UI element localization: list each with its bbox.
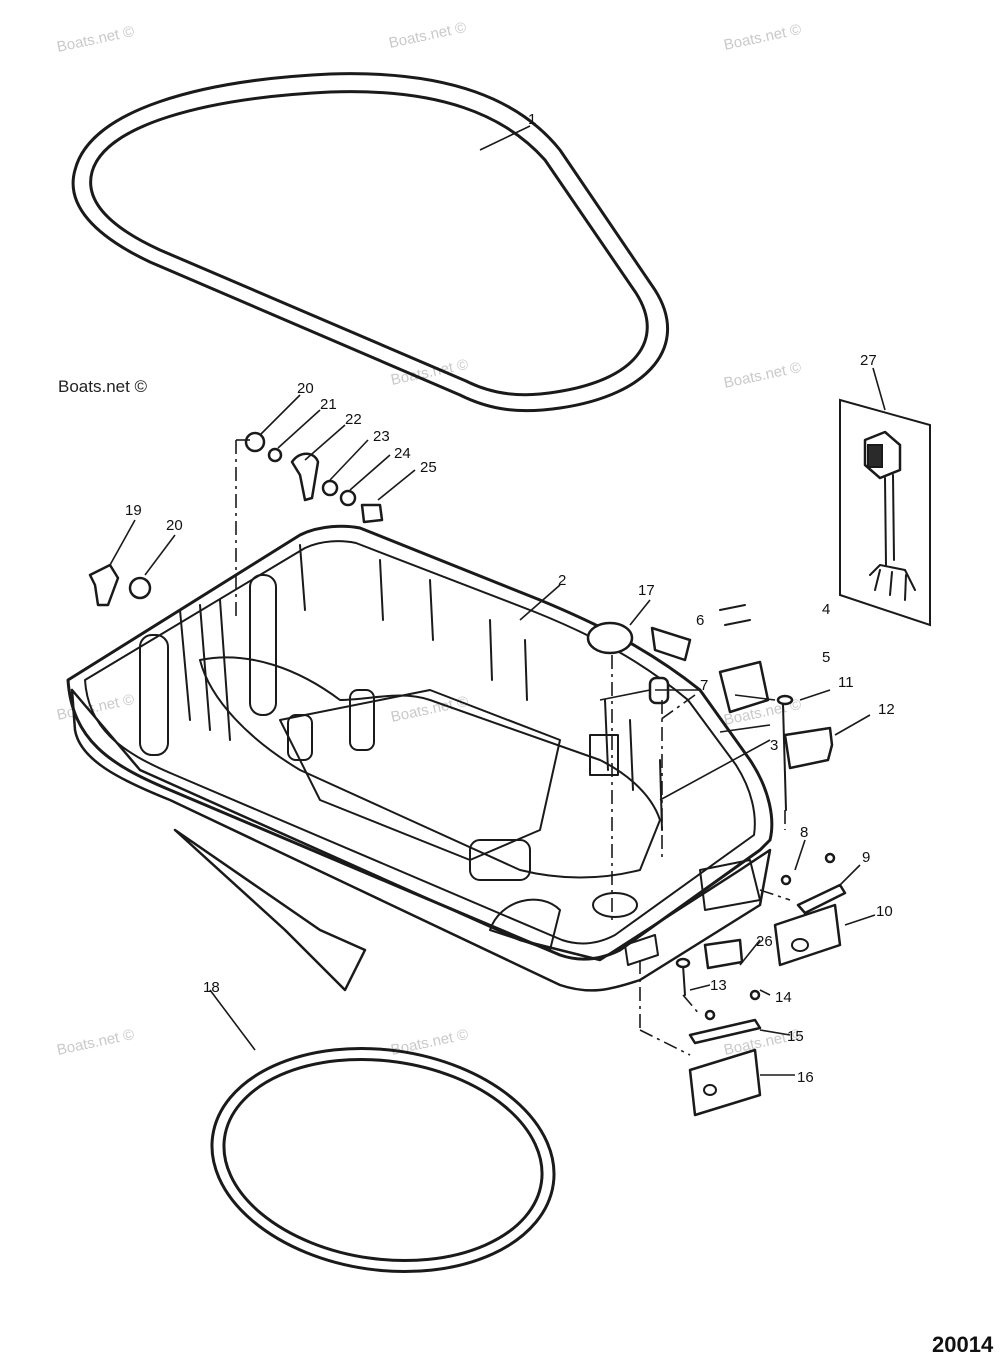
callout-label: 26	[756, 933, 773, 950]
callout-label: 25	[420, 459, 437, 476]
callout-label: 17	[638, 582, 655, 599]
callout-label: 6	[696, 612, 704, 629]
watermark: Boats.net ©	[58, 377, 148, 396]
callout-label: 10	[876, 903, 893, 920]
watermark: Boats.net ©	[389, 356, 469, 389]
bottom-cowl-seal	[210, 1046, 556, 1274]
callout-label: 12	[878, 701, 895, 718]
callout-label: 16	[797, 1069, 814, 1086]
callout-label: 27	[860, 352, 877, 369]
watermark: Boats.net ©	[387, 19, 467, 52]
callout-label: 13	[710, 977, 727, 994]
callout-label: 9	[862, 849, 870, 866]
callout-label: 15	[787, 1028, 804, 1045]
watermark: Boats.net ©	[389, 1026, 469, 1059]
top-cowl-seal	[71, 72, 669, 413]
watermark: Boats.net ©	[55, 1026, 135, 1059]
callout-label: 23	[373, 428, 390, 445]
callout-label: 2	[558, 572, 566, 589]
callout-label: 14	[775, 989, 792, 1006]
latch-hardware	[88, 431, 847, 1117]
leader-lines	[109, 125, 886, 1076]
watermark: Boats.net ©	[722, 359, 802, 392]
callout-numbers: 1 2 3 4 5 6 7 8 9 10 11 12 13 14 15 16 1…	[125, 111, 895, 1086]
callout-label: 4	[822, 601, 830, 618]
callout-label: 3	[770, 737, 778, 754]
callout-label: 8	[800, 824, 808, 841]
callout-label: 18	[203, 979, 220, 996]
callout-label: 19	[125, 502, 142, 519]
callout-label: 1	[528, 111, 536, 128]
callout-label: 11	[838, 674, 854, 691]
callout-label: 22	[345, 411, 362, 428]
bottom-cowl-body	[66, 524, 774, 992]
callout-label: 21	[320, 396, 337, 413]
figure-number: 20014	[932, 1332, 994, 1357]
watermark: Boats.net ©	[722, 21, 802, 54]
watermark: Boats.net ©	[55, 23, 135, 56]
callout-label: 7	[700, 677, 708, 694]
callout-label: 24	[394, 445, 411, 462]
callout-label: 20	[297, 380, 314, 397]
assembly-lines	[235, 439, 791, 1056]
callout-label: 20	[166, 517, 183, 534]
harness-inset	[839, 398, 931, 627]
callout-label: 5	[822, 649, 830, 666]
